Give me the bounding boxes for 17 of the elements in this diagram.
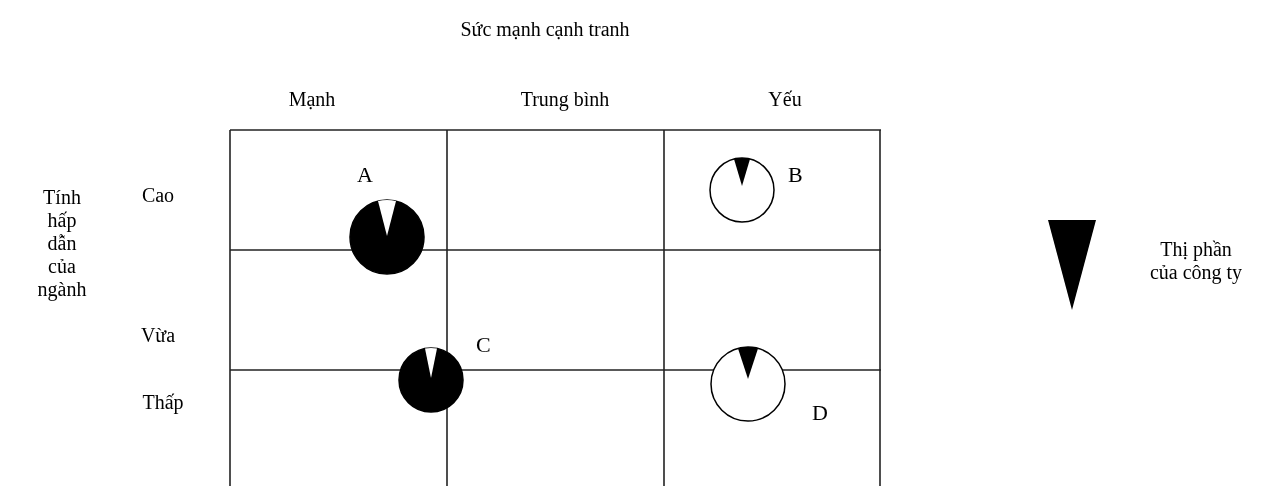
market-share-circle [398,347,464,413]
market-share-circle [710,346,786,422]
axis-title: Tính hấp dẫn của ngành [36,186,88,301]
circle-label: A [357,164,373,186]
axis-category: Thấp [141,391,185,414]
market-share-circle [349,199,425,275]
axis-category: Yếu [767,88,803,111]
axis-category: Trung bình [519,88,611,111]
axis-title: Sức mạnh cạnh tranh [459,18,631,41]
legend-label: Thị phần của công ty [1148,238,1244,284]
market-share-circle [709,157,775,223]
circle-label: C [476,334,491,356]
circle-label: B [788,164,803,186]
circle-label: D [812,402,828,424]
axis-category: Mạnh [287,88,337,111]
axis-category: Vừa [139,324,177,347]
axis-category: Cao [140,184,176,207]
